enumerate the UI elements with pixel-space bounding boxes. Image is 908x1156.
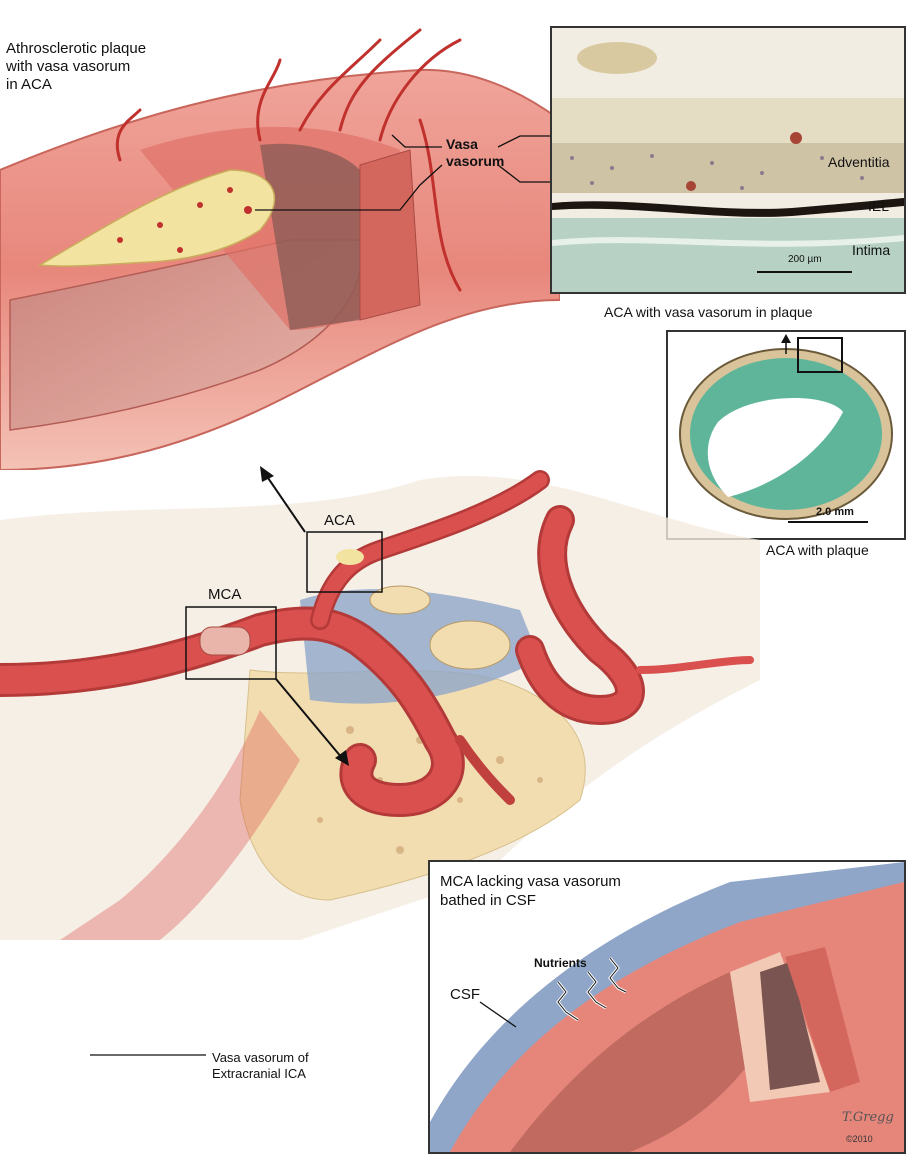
vasa-vasorum-label: Vasa vasorum — [446, 136, 505, 169]
iel-label: IEL — [868, 198, 890, 214]
adventitia-label: Adventitia — [828, 154, 890, 170]
mca-label: MCA — [208, 586, 242, 603]
mca-inset-panel: MCA lacking vasa vasorum bathed in CSF N… — [428, 860, 906, 1154]
circle-of-willis-illustration — [0, 466, 760, 940]
artist-signature: T.Gregg — [842, 1110, 894, 1125]
top-illustration-title: Athrosclerotic plaque with vasa vasorum … — [6, 40, 147, 93]
mca-inset-image — [430, 862, 904, 1152]
plaque-shape — [37, 169, 276, 267]
cross-section-panel: 2.0 mm — [666, 330, 906, 540]
histology-scale-label: 200 µm — [788, 254, 822, 265]
histology-image — [552, 28, 904, 292]
cross-section-scale-label: 2.0 mm — [816, 506, 854, 518]
cross-section-image — [668, 332, 904, 538]
csf-label: CSF — [450, 986, 480, 1003]
inset-title: MCA lacking vasa vasorum bathed in CSF — [440, 873, 621, 909]
nutrients-label: Nutrients — [534, 956, 587, 970]
aca-cutaway-illustration — [0, 28, 560, 470]
aca-label: ACA — [324, 512, 355, 529]
histology-panel: Adventitia IEL Intima 200 µm — [550, 26, 906, 294]
intima-label: Intima — [852, 242, 891, 258]
ica-leader — [90, 1054, 206, 1056]
copyright-label: ©2010 — [846, 1134, 873, 1144]
cross-section-caption: ACA with plaque — [766, 542, 869, 558]
histology-caption: ACA with vasa vasorum in plaque — [604, 304, 813, 320]
ica-vasa-vasorum-label: Vasa vasorum of Extracranial ICA — [212, 1050, 309, 1081]
